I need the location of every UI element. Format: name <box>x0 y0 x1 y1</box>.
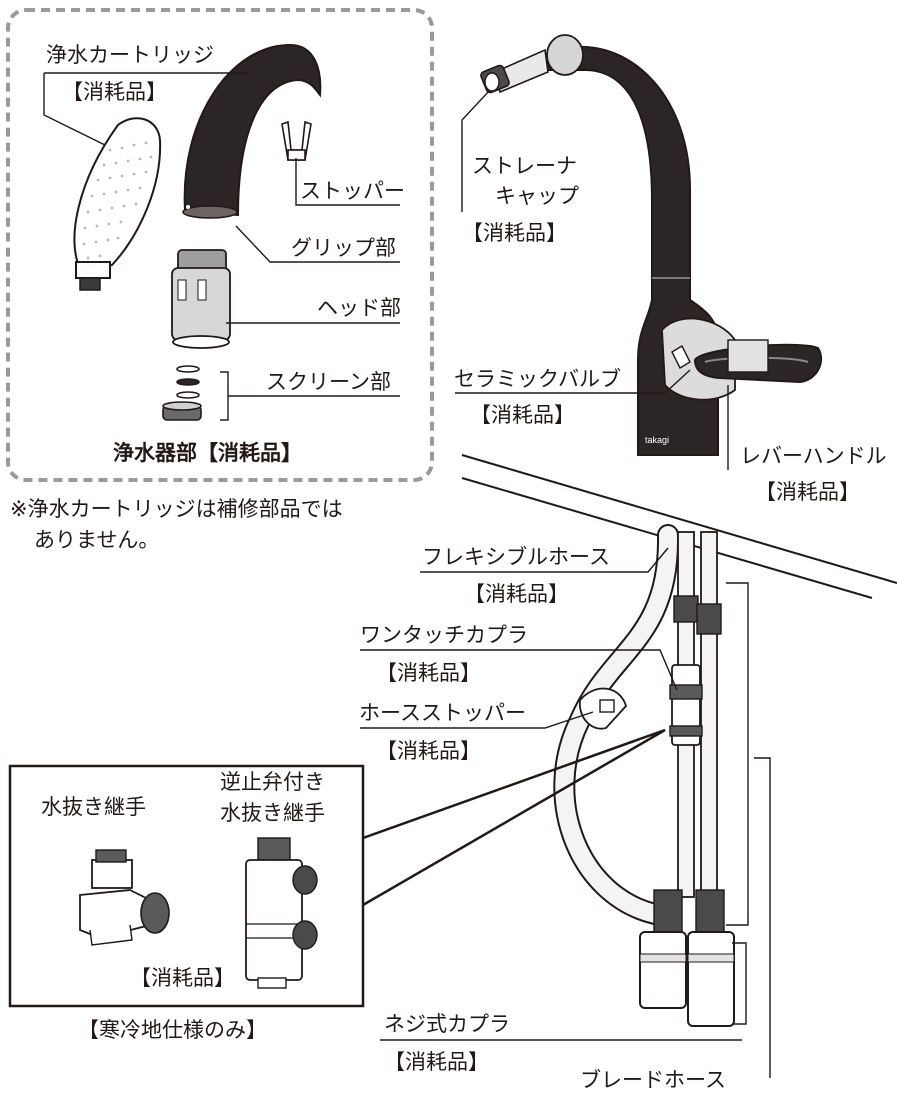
lever-consumable-label: 【消耗品】 <box>755 480 860 504</box>
note-line-2: ありません。 <box>34 528 160 552</box>
flexible-consumable-label: 【消耗品】 <box>464 582 569 606</box>
drain-fitting-illustration <box>79 849 170 946</box>
braided-hose-label: ブレードホース <box>580 1068 726 1092</box>
brand-logo: takagi <box>645 435 669 445</box>
ceramic-consumable-label: 【消耗品】 <box>470 403 575 427</box>
screen-illustration <box>162 365 202 421</box>
leader-lines <box>43 72 742 1041</box>
strainer-consumable-label: 【消耗品】 <box>462 221 567 245</box>
hose-illustration <box>553 524 735 1027</box>
hose-bracket-upper <box>726 582 749 926</box>
cold-region-label: 【寒冷地仕様のみ】 <box>78 1018 267 1042</box>
strainer-label-1: ストレーナ <box>472 154 577 178</box>
stopper-clip-illustration <box>281 120 312 161</box>
hose-stopper-consumable-label: 【消耗品】 <box>376 739 481 763</box>
cold-region-connector <box>362 728 666 907</box>
purifier-title: 浄水器部【消耗品】 <box>113 441 302 465</box>
note-line-1: ※浄水カートリッジは補修部品では <box>10 497 343 521</box>
one-touch-coupler-label: ワンタッチカプラ <box>360 623 528 647</box>
counter-top-line-upper <box>461 454 897 584</box>
grip-illustration <box>182 43 322 219</box>
hose-bracket-lower <box>732 942 747 1025</box>
head-label: ヘッド部 <box>317 296 401 320</box>
screw-coupler-consumable-label: 【消耗品】 <box>384 1050 489 1074</box>
lever-label: レバーハンドル <box>740 444 887 468</box>
cold-region-box <box>8 764 365 1008</box>
stopper-label: ストッパー <box>300 179 405 203</box>
ceramic-valve-label: セラミックバルブ <box>454 367 621 391</box>
check-drain-label-1: 逆止弁付き <box>220 770 325 794</box>
one-touch-consumable-label: 【消耗品】 <box>376 661 481 685</box>
grip-label: グリップ部 <box>291 236 396 260</box>
cartridge-illustration <box>73 117 162 291</box>
braided-hose-bracket <box>754 757 771 1078</box>
strainer-label-2: キャップ <box>495 184 579 208</box>
head-illustration <box>171 249 231 349</box>
flexible-hose-label: フレキシブルホース <box>422 545 610 569</box>
purifier-group-box <box>6 8 434 482</box>
screen-label: スクリーン部 <box>266 370 391 394</box>
faucet-illustration: takagi <box>480 34 823 456</box>
check-drain-fitting-illustration <box>245 837 318 989</box>
cartridge-consumable-label: 【消耗品】 <box>62 80 167 104</box>
check-drain-label-2: 水抜き継手 <box>220 801 325 825</box>
drain-consumable-label: 【消耗品】 <box>130 966 235 990</box>
drain-fitting-label: 水抜き継手 <box>41 795 146 819</box>
screen-bracket <box>220 371 229 421</box>
screw-coupler-label: ネジ式カプラ <box>384 1012 510 1036</box>
cartridge-label: 浄水カートリッジ <box>46 43 214 67</box>
hose-stopper-label: ホースストッパー <box>359 701 526 725</box>
